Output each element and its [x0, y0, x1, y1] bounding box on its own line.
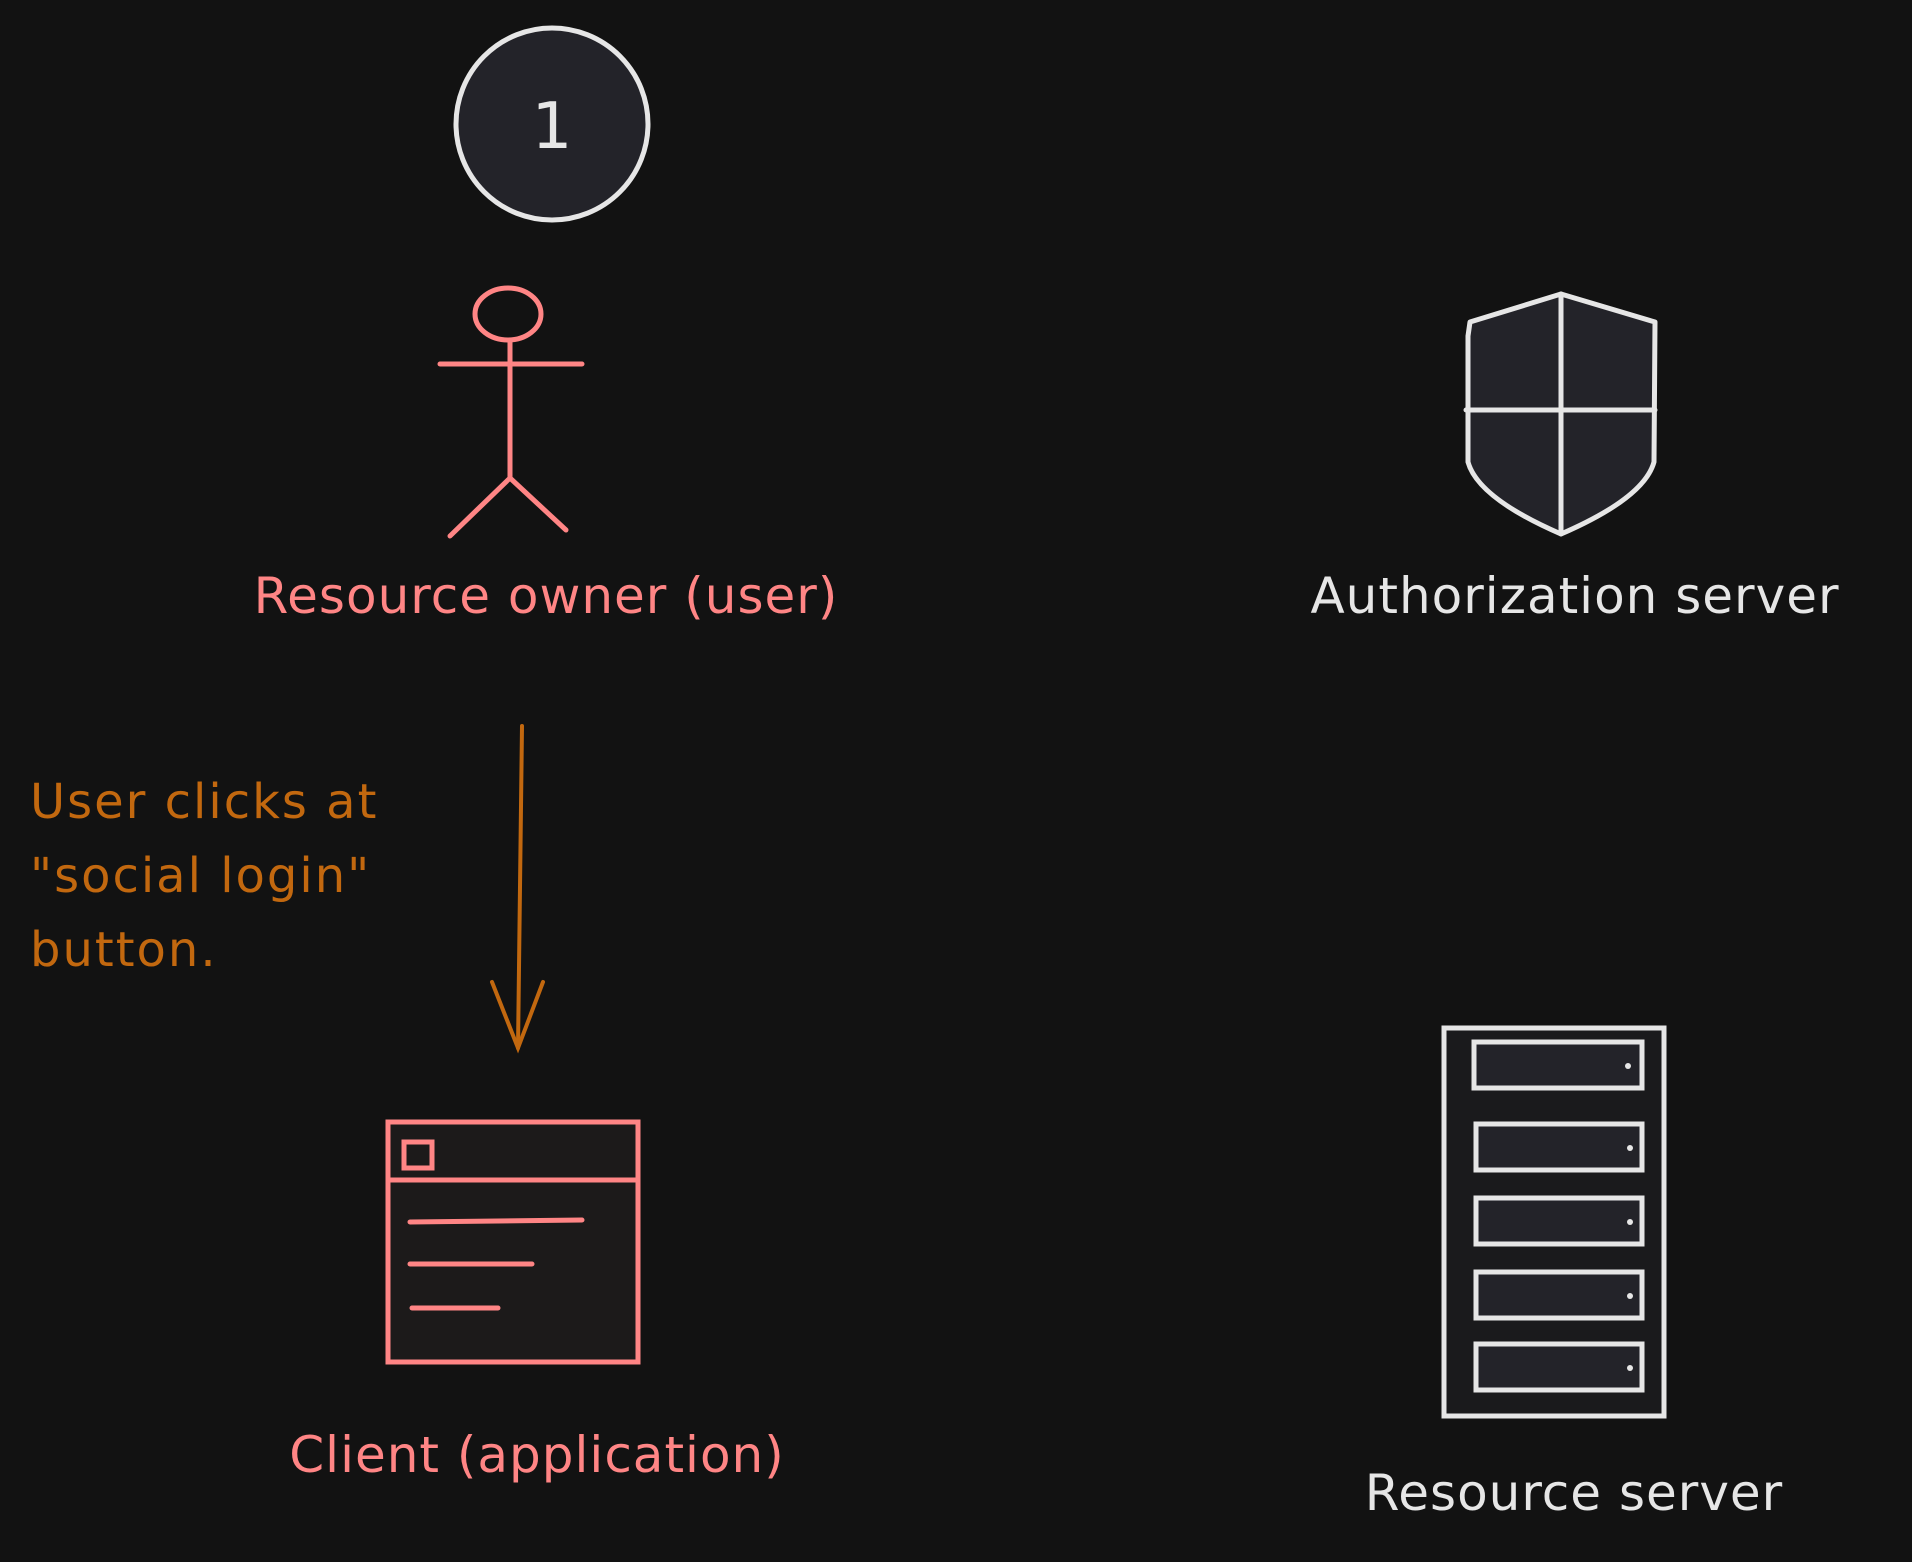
resource-server-node: Resource server [1365, 1025, 1783, 1522]
arrow-note-line: "social login" [30, 848, 371, 904]
resource-server-label: Resource server [1365, 1464, 1783, 1522]
step-number: 1 [532, 90, 573, 164]
shield-icon [1463, 291, 1658, 537]
arrow-note: User clicks at "social login" button. [30, 774, 396, 978]
step-badge: 1 [453, 25, 651, 223]
client-node: Client (application) [289, 1119, 784, 1484]
authorization-server-label: Authorization server [1310, 567, 1839, 625]
browser-window-icon [385, 1119, 641, 1365]
arrow-note-line: button. [30, 922, 218, 978]
resource-owner-label: Resource owner (user) [254, 567, 839, 625]
resource-owner-node: Resource owner (user) [254, 285, 839, 625]
step-circle [453, 25, 651, 223]
person-icon [437, 285, 585, 539]
user-to-client-arrow [490, 724, 545, 1054]
authorization-server-node: Authorization server [1310, 291, 1839, 625]
arrow-note-line: User clicks at [30, 774, 378, 830]
server-rack-icon [1441, 1025, 1667, 1419]
client-label: Client (application) [289, 1426, 784, 1484]
